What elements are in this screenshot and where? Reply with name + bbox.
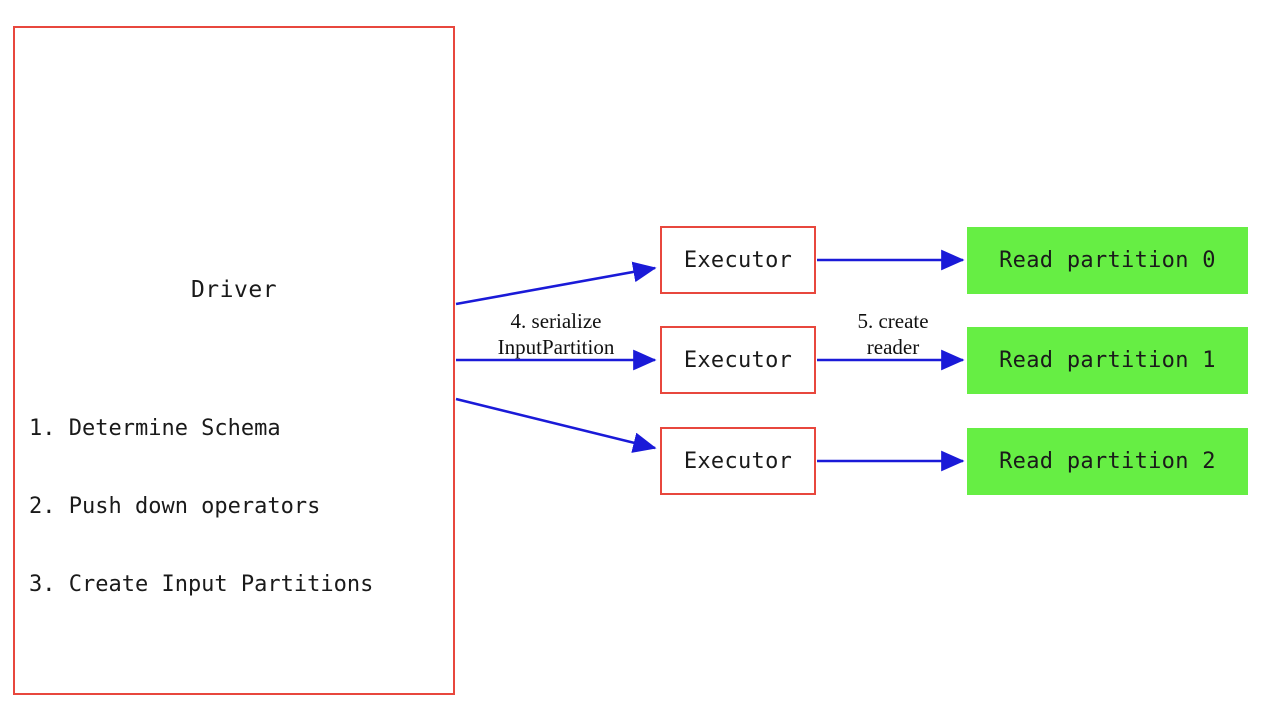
driver-steps-list: 1. Determine Schema 2. Push down operato… (29, 364, 373, 650)
driver-step-1: 1. Determine Schema (29, 416, 281, 441)
arrow-driver-to-executor-1 (455, 261, 657, 306)
edge-label-serialize-line1: 4. serialize (510, 309, 602, 333)
edge-label-create-reader-line2: reader (866, 335, 920, 359)
read-partition-label-0: Read partition 0 (999, 248, 1216, 273)
read-partition-label-1: Read partition 1 (999, 348, 1216, 373)
read-partition-box-1: Read partition 1 (967, 327, 1248, 394)
executor-box-1: Executor (660, 226, 816, 294)
edge-label-create-reader-line1: 5. create (857, 309, 929, 333)
executor-label-3: Executor (683, 448, 793, 474)
read-partition-label-2: Read partition 2 (999, 449, 1216, 474)
read-partition-box-2: Read partition 2 (967, 428, 1248, 495)
driver-box (13, 26, 455, 695)
edge-label-serialize-input-partition: 4. serialize InputPartition (456, 308, 656, 360)
read-partition-box-0: Read partition 0 (967, 227, 1248, 294)
executor-box-2: Executor (660, 326, 816, 394)
driver-step-3: 3. Create Input Partitions (29, 572, 374, 597)
edge-label-serialize-line2: InputPartition (497, 335, 615, 359)
driver-title: Driver (190, 277, 278, 303)
executor-box-3: Executor (660, 427, 816, 495)
edge-label-create-reader: 5. create reader (818, 308, 968, 360)
executor-label-1: Executor (683, 247, 793, 273)
driver-step-2: 2. Push down operators (29, 494, 321, 519)
executor-label-2: Executor (683, 347, 793, 373)
arrow-driver-to-executor-3 (455, 397, 657, 453)
